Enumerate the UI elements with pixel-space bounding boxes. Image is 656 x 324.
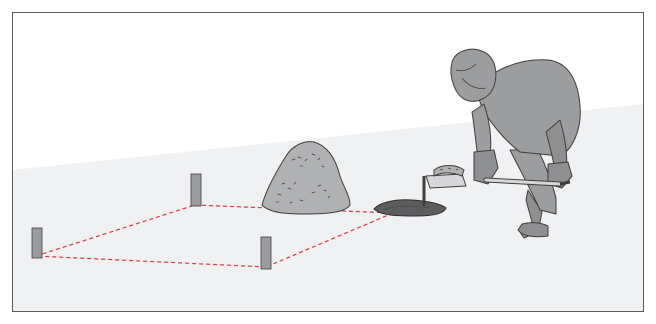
worker-with-shovel-icon [422,48,581,239]
stake-front-left [31,227,43,259]
boulder-icon [261,141,351,215]
stake-back-left [190,173,202,207]
frame-border [12,12,644,312]
stake-front-right [260,236,272,270]
flat-rock [373,199,447,217]
